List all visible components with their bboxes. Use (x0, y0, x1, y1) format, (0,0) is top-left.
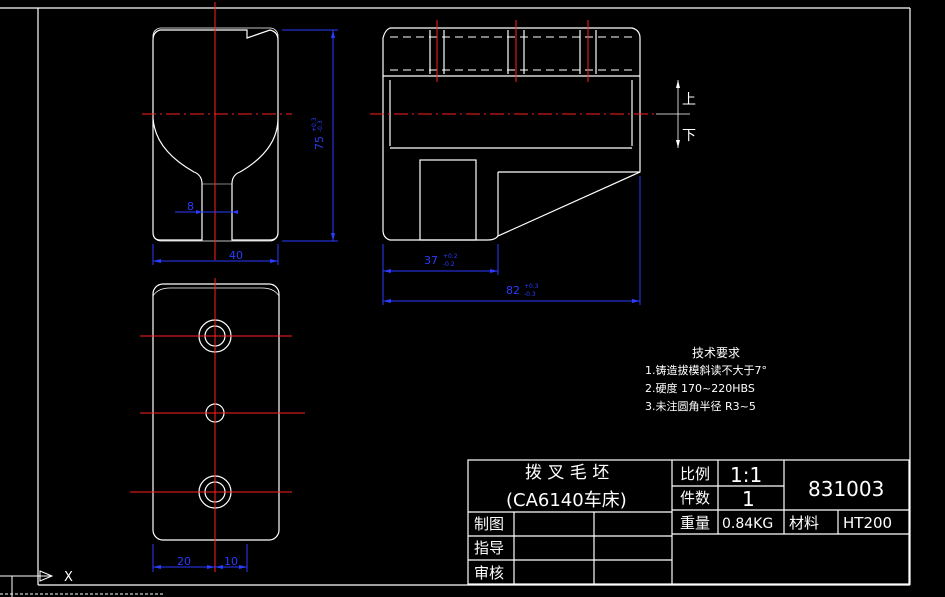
side-view (370, 20, 655, 241)
material-value: HT200 (843, 514, 892, 532)
guide-label: 指导 (474, 539, 504, 557)
scale-value: 1:1 (730, 463, 762, 487)
material-label: 材料 (789, 514, 819, 532)
weight-value: 0.84KG (722, 516, 773, 532)
ucs-icon (0, 570, 165, 597)
machine-name: (CA6140车床) (506, 490, 627, 511)
top-view (130, 278, 305, 572)
tech-title: 技术要求 (692, 346, 740, 360)
side-step-label: 37 (424, 254, 438, 267)
front-width-label: 40 (229, 249, 243, 262)
tech-line-2: 2.硬度 170~220HBS (645, 381, 755, 395)
side-length-label: 82 (506, 284, 520, 297)
front-height-label: 75 (313, 136, 326, 150)
ucs-x-label: X (64, 570, 73, 585)
bottom-left-dim-label: 20 (177, 555, 191, 568)
weight-label: 重量 (680, 514, 710, 532)
part-name: 拨 叉 毛 坯 (525, 463, 609, 483)
front-view (142, 2, 292, 260)
side-length-tol-bottom: -0.3 (524, 291, 536, 298)
direction-up-label: 上 (682, 92, 696, 108)
front-height-tol-top: +0.3 (311, 117, 318, 132)
drawn-label: 制图 (474, 515, 504, 533)
tech-line-1: 1.铸造拔模斜读不大于7° (645, 363, 767, 377)
drawing-number: 831003 (808, 477, 884, 501)
top-dimensions (152, 544, 248, 572)
scale-label: 比例 (680, 465, 710, 483)
side-step-tol-top: +0.2 (443, 253, 458, 260)
front-dimensions (152, 29, 338, 265)
front-height-tol-bottom: -0.3 (317, 120, 324, 132)
direction-indicator (656, 80, 690, 148)
direction-down-label: 下 (682, 128, 696, 144)
qty-value: 1 (742, 487, 755, 511)
slot-width-label: 8 (187, 200, 194, 213)
title-block-grid (467, 459, 910, 585)
side-step-tol-bottom: -0.2 (443, 261, 455, 268)
tech-line-3: 3.未注圆角半径 R3~5 (645, 399, 756, 413)
bottom-right-dim-label: 10 (224, 555, 238, 568)
side-dimensions (382, 176, 641, 305)
side-length-tol-top: +0.3 (524, 283, 539, 290)
qty-label: 件数 (680, 489, 710, 507)
drawing-border (0, 7, 911, 586)
review-label: 审核 (474, 564, 504, 582)
